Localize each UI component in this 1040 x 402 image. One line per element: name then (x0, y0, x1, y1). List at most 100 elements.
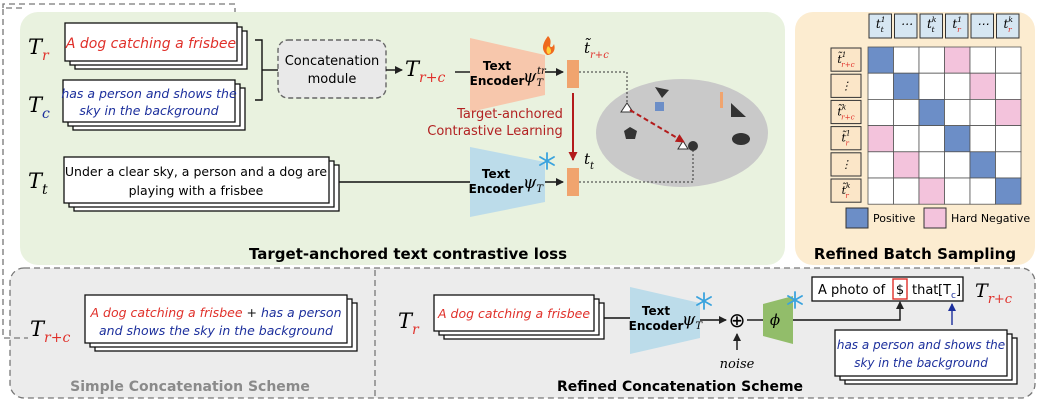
label-t-tilde-rc: t̃r+c (584, 38, 609, 61)
embedding-space (596, 79, 768, 187)
col-header-cell (945, 13, 969, 39)
shape-ellipse (732, 133, 750, 145)
tt-text-card: Under a clear sky, a person and a dog ar… (63, 156, 340, 212)
simple-text-card: A dog catching a frisbee + has a person … (84, 294, 358, 352)
dotted-link-tt (579, 151, 694, 183)
add-operator: ⊕ (729, 308, 746, 332)
label-tt: Tt (28, 169, 48, 198)
psi-t: ψT (523, 173, 544, 195)
row-header-cell (830, 99, 862, 125)
legend-positive-swatch (845, 207, 869, 229)
template-box (811, 276, 964, 302)
tc-text-line1: has a person and shows the (61, 86, 237, 101)
refined-label-trc: Tr+c (975, 280, 1013, 307)
tr-text-card: A dog catching a frisbee (64, 22, 248, 70)
label-t-t: tt (584, 150, 595, 172)
dashed-link-outline (2, 7, 28, 339)
grid-cell (867, 151, 894, 179)
label-tc: Tc (28, 93, 50, 122)
template-prefix: A photo of (818, 283, 886, 298)
grid-cell (918, 46, 945, 74)
grid-cell-positive (969, 151, 996, 179)
contrastive-panel-title: Target-anchored text contrastive loss (249, 245, 567, 263)
grid-cell (995, 151, 1022, 179)
grid-cell (867, 72, 894, 100)
tc-text-card: has a person and shows the sky in the ba… (61, 79, 246, 131)
grid-cell (969, 125, 996, 153)
grid-cell (918, 151, 945, 179)
row-header-cell (830, 178, 862, 203)
fire-icon (542, 36, 555, 55)
encoder-bottom-label1: Text (482, 167, 510, 181)
grid-cell-positive (995, 177, 1022, 205)
contrastive-label-line2: Contrastive Learning (427, 124, 562, 139)
shape-pentagon (624, 127, 637, 139)
grid-cell (944, 72, 971, 100)
noise-label: noise (720, 357, 755, 372)
grid-cell-positive (893, 72, 920, 100)
grid-cell-positive (944, 125, 971, 153)
col-header-cell (894, 13, 918, 39)
encoder-top-label2: Encoder (470, 74, 525, 88)
grid-cell-hard-negative (995, 99, 1022, 127)
refined-text: A dog catching a frisbee (437, 306, 590, 321)
grid-cell-hard-negative (918, 177, 945, 205)
text-encoder-frozen (470, 147, 545, 217)
concat-label-line1: Concatenation (285, 54, 380, 69)
grid-cell-hard-negative (867, 125, 894, 153)
shape-triangle-dark (655, 87, 669, 98)
contrastive-label-line1: Target-anchored (456, 107, 563, 122)
tr-text: A dog catching a frisbee (65, 36, 236, 52)
template-dollar-box (892, 278, 908, 300)
shape-square-blue (655, 102, 664, 111)
row-header-cell (830, 152, 862, 177)
refined-tc-line1: has a person and shows the (837, 338, 1005, 352)
tc-text-line2: sky in the background (79, 103, 218, 118)
row-header-cell (830, 73, 862, 98)
label-tr: Tr (28, 35, 50, 64)
grid-cell (969, 177, 996, 205)
simple-text-line2: and shows the sky in the background (99, 323, 333, 338)
grid-cell (893, 99, 920, 127)
grid-cell (995, 72, 1022, 100)
refined-psi: ψT (682, 310, 703, 332)
dotted-link-trc (579, 71, 628, 104)
grid-cell (893, 46, 920, 74)
psi-tr: ψTtr (523, 66, 547, 89)
grid-cell (867, 99, 894, 127)
tt-text-line1: Under a clear sky, a person and a dog ar… (65, 164, 327, 179)
simple-text-line1: A dog catching a frisbee + has a person (89, 305, 341, 320)
col-header-cell (970, 13, 994, 39)
grid-cell-hard-negative (969, 72, 996, 100)
phi-mapper (763, 296, 793, 344)
grid-cell (893, 177, 920, 205)
point-tt (688, 141, 698, 151)
pull-arrow (629, 109, 685, 143)
row-header-label: ⋮ (841, 79, 852, 92)
refined-panel-title: Refined Concatenation Scheme (557, 379, 803, 395)
refined-encoder-label2: Encoder (629, 319, 684, 333)
batch-grid (867, 46, 1022, 205)
grid-cell-positive (867, 46, 894, 74)
legend-hard-negative-swatch (923, 207, 947, 229)
text-encoder-trainable (470, 38, 545, 112)
point-tr (677, 140, 689, 150)
snowflake-icon (539, 152, 555, 170)
grid-cell (944, 151, 971, 179)
phi-label: ϕ (770, 311, 780, 329)
embedding-trc (567, 60, 579, 88)
phi-to-template-arrow (793, 301, 904, 321)
col-header-label: ⋯ (900, 17, 912, 31)
grid-cell (918, 125, 945, 153)
template-that: that (912, 283, 938, 298)
shape-bar-orange (720, 92, 723, 108)
embedding-tt (567, 168, 579, 196)
refined-tc-card: has a person and shows the sky in the ba… (834, 329, 1018, 385)
